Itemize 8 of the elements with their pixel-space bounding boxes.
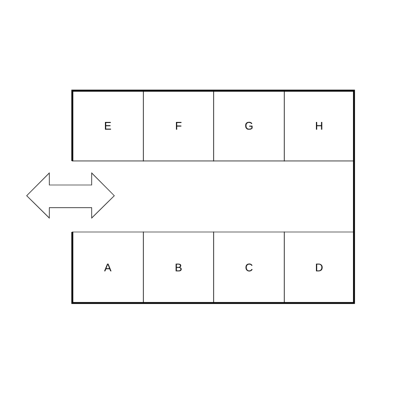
cell-box: H — [284, 90, 354, 162]
cell-box: G — [213, 90, 285, 162]
cell-box: D — [284, 232, 354, 304]
cell-box: A — [72, 232, 144, 304]
cell-box: F — [143, 90, 214, 162]
cell-box: E — [72, 90, 144, 162]
cell-box: B — [143, 232, 214, 304]
cell-box: C — [213, 232, 285, 304]
